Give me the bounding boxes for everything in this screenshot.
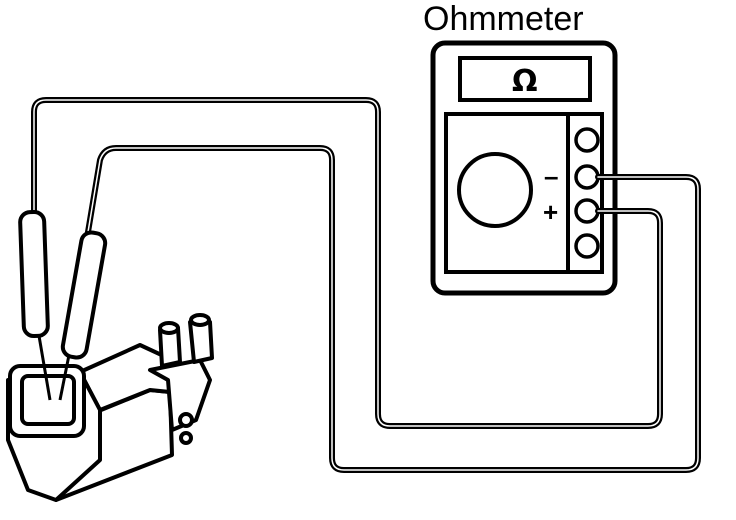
probe-negative-tip: [58, 349, 72, 401]
post-cap-left: [158, 321, 180, 335]
lead-wire-positive-highlight: [33, 99, 661, 427]
positive-sign: +: [543, 197, 558, 227]
terminal-positive: [574, 198, 600, 224]
test-probe-negative: [58, 230, 108, 401]
probe-positive-tip: [36, 329, 52, 401]
terminal-negative: [574, 164, 600, 190]
ohm-symbol: Ω: [512, 64, 538, 99]
ohmmeter-display: [458, 56, 592, 102]
test-probe-positive: [18, 209, 52, 401]
meter-title: Ohmmeter: [423, 0, 584, 38]
selector-dial: [457, 152, 533, 228]
lead-wire-negative-highlight: [87, 147, 699, 471]
mounting-screw-2: [179, 431, 193, 445]
terminal-1: [574, 127, 600, 153]
terminal-4: [574, 233, 600, 259]
post-cap-right: [189, 313, 211, 327]
component-housing: [6, 313, 214, 502]
ohmmeter: Ω – +: [430, 40, 618, 296]
mounting-screw-1: [178, 412, 194, 428]
negative-sign: –: [544, 161, 558, 191]
probe-positive-handle: [18, 209, 50, 339]
probe-negative-handle: [60, 230, 108, 360]
